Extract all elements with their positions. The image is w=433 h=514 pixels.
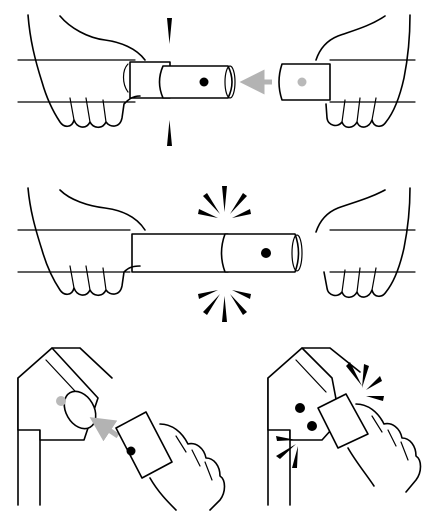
hand-icon bbox=[278, 14, 411, 129]
hand-icon bbox=[27, 187, 146, 297]
snap-marker-icon bbox=[167, 120, 172, 146]
click-burst-icon bbox=[198, 290, 251, 322]
snap-marker-icon bbox=[167, 18, 172, 44]
panel-step-1 bbox=[17, 14, 416, 146]
panel-step-3 bbox=[17, 347, 226, 511]
hand-icon bbox=[295, 393, 422, 493]
panel-step-4 bbox=[267, 347, 422, 506]
tube-segment bbox=[129, 61, 236, 99]
push-arrow-icon bbox=[89, 417, 120, 442]
click-burst-icon bbox=[198, 186, 251, 218]
locking-pin bbox=[261, 248, 271, 258]
corner-connector-icon bbox=[17, 347, 113, 506]
locking-pin bbox=[199, 77, 209, 87]
hand-icon bbox=[27, 14, 146, 129]
click-burst-icon bbox=[346, 362, 384, 401]
locking-pin bbox=[295, 403, 305, 413]
tube-segment bbox=[131, 233, 303, 273]
locking-pin bbox=[56, 396, 66, 406]
hand-icon bbox=[115, 411, 226, 511]
locking-pin bbox=[126, 446, 136, 456]
click-burst-icon bbox=[276, 436, 298, 468]
locking-pin bbox=[297, 77, 307, 87]
locking-pin bbox=[307, 421, 317, 431]
panel-step-2 bbox=[17, 186, 416, 322]
hand-icon bbox=[315, 187, 411, 299]
